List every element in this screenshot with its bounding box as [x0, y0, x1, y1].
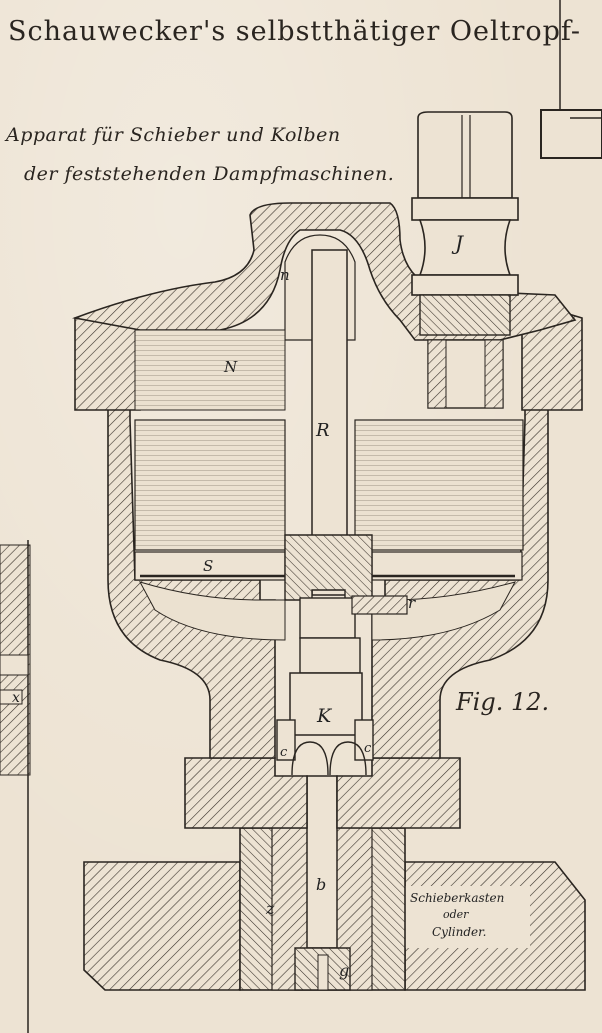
- base-plate: [83, 861, 586, 991]
- figure-label: Fig. 12.: [456, 688, 550, 716]
- neck-section: [184, 757, 461, 829]
- central-spindle: [284, 249, 408, 674]
- plate-title: Schauwecker's selbstthätiger Oeltropf-: [8, 16, 582, 47]
- sieve-plate: [134, 551, 523, 581]
- subtitle-line-2: der feststehenden Dampfmaschinen.: [24, 163, 395, 185]
- neighbour-figure-top-right: [540, 0, 602, 159]
- label-r: r: [408, 594, 416, 612]
- label-K: K: [316, 705, 333, 727]
- annotation-line-3: Cylinder.: [432, 925, 486, 939]
- label-N: N: [223, 358, 238, 376]
- oil-reservoir: [134, 329, 524, 641]
- label-g: g: [339, 961, 349, 980]
- neighbour-figure-left: x: [0, 540, 31, 1033]
- label-n: n: [280, 266, 290, 284]
- subtitle-line-1: Apparat für Schieber und Kolben: [6, 124, 341, 146]
- label-J: J: [451, 231, 464, 255]
- valve-k: [276, 672, 374, 776]
- annotation-line-1: Schieberkasten: [410, 891, 504, 905]
- left-fragment-label: x: [12, 690, 20, 706]
- label-c-left: c: [280, 745, 288, 760]
- threaded-stem: [239, 775, 406, 991]
- label-b: b: [316, 875, 326, 894]
- label-z: z: [265, 899, 275, 918]
- plug-j: [411, 111, 519, 409]
- label-R: R: [315, 420, 330, 441]
- annotation-line-2: oder: [443, 908, 469, 921]
- label-S: S: [203, 557, 213, 575]
- label-c-right: c: [364, 741, 372, 756]
